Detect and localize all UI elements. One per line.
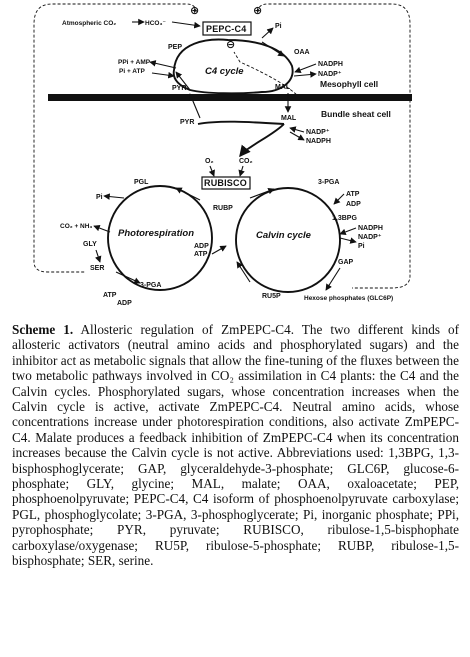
pi-photo-arrow — [103, 193, 125, 200]
c4-cycle-title: C4 cycle — [205, 66, 244, 77]
adp-mid-label: ADP — [194, 243, 209, 250]
pga-calvin-label: 3-PGA — [318, 179, 339, 186]
ser-to-pga-arrow — [115, 271, 141, 284]
nadp-out-arrow — [293, 71, 317, 78]
nadph-bundle-arrow — [289, 131, 305, 141]
pepc-label: PEPC-C4 — [206, 24, 246, 34]
pyr-transport-arrow — [189, 93, 201, 119]
adp-photo-label: ADP — [117, 300, 132, 307]
pyr-bundle-label: PYR — [180, 119, 194, 126]
ser-label: SER — [90, 265, 104, 272]
pi-atp-label: Pi + ATP — [119, 68, 145, 75]
ppi-amp-arrow — [149, 60, 177, 69]
mal-top-label: MAL — [275, 84, 291, 91]
hco3-label: HCO₃⁻ — [145, 20, 166, 27]
pgl-label: PGL — [134, 179, 149, 186]
gly-to-ser-arrow — [95, 249, 102, 263]
rubp-label: RUBP — [213, 205, 233, 212]
pyr-top-label: PYR — [172, 85, 186, 92]
cell-membrane-bar — [48, 94, 412, 101]
inhibitor-minus-icon: ⊖ — [226, 39, 235, 51]
feedback-loop-left — [33, 3, 197, 273]
pepc-box — [202, 21, 252, 36]
mesophyll-label: Mesophyll cell — [320, 79, 378, 89]
mal-bundle-label: MAL — [281, 115, 297, 122]
ru5p-label: RU5P — [262, 293, 281, 300]
pi-calvin-label: Pi — [358, 243, 365, 250]
rubisco-box — [201, 176, 251, 190]
bpg-label: 1,3BPG — [332, 215, 357, 222]
photorespiration-title: Photorespiration — [118, 228, 194, 239]
c4-arrow-to-oaa — [261, 41, 285, 57]
photorespiration-ring — [107, 185, 213, 291]
atp-mid-label: ATP — [194, 251, 208, 258]
atp-photo-label: ATP — [103, 292, 117, 299]
nadph-use-arrow — [294, 63, 317, 74]
rubisco-label: RUBISCO — [204, 178, 247, 188]
atp-calvin-label: ATP — [346, 191, 360, 198]
nadp-calvin-arrow — [339, 237, 357, 244]
hexose-label: Hexose phosphates (GLC6P) — [304, 295, 393, 302]
nadp-top-label: NADP⁺ — [318, 70, 342, 78]
calvin-arrow-to-pga — [249, 187, 275, 199]
activator-plus-right-icon: ⊕ — [253, 5, 262, 17]
atp-calvin-arrow — [333, 193, 345, 205]
o2-label: O₂ — [205, 158, 214, 165]
calvin-ring — [235, 187, 341, 293]
pga-photo-label: 3-PGA — [140, 282, 161, 289]
nadph-calvin-label: NADPH — [358, 225, 383, 232]
co2-rub-label: CO₂ — [239, 158, 253, 165]
caption-text: Allosteric regulation of ZmPEPC-C4. The … — [12, 322, 459, 569]
co2-arrow — [238, 165, 245, 177]
atm-co2-label: Atmospheric CO₂ — [62, 20, 116, 27]
nadp-bundle-label: NADP⁺ — [306, 128, 330, 136]
figure-caption: Scheme 1. Allosteric regulation of ZmPEP… — [12, 322, 459, 569]
nadp-calvin-label: NADP⁺ — [358, 233, 382, 241]
metabolic-scheme: PEPC-C4 ⊕ ⊕ ⊖ C4 cycle Atmospheric CO₂ H… — [33, 3, 412, 307]
nadp-bundle-arrow — [289, 126, 305, 133]
nadph-bundle-label: NADPH — [306, 138, 331, 145]
gap-label: GAP — [338, 259, 354, 266]
ppi-amp-label: PPi + AMP — [118, 59, 151, 66]
mal-decarboxylation-arc — [239, 123, 285, 158]
feedback-loop-right — [257, 3, 411, 289]
hco3-to-pepc-arrow — [171, 21, 201, 29]
pi-atp-arrow — [151, 71, 175, 79]
gly-label: GLY — [83, 241, 97, 248]
pi-release-arrow — [261, 27, 274, 39]
bundle-label: Bundle sheat cell — [321, 109, 391, 119]
gap-to-hexose-arrow — [325, 267, 341, 291]
mal-to-pyr-arc — [197, 120, 285, 125]
calvin-arrow-to-rubp — [236, 261, 251, 283]
c4-arrow-to-pep — [175, 71, 191, 91]
atp-use-arrow — [211, 245, 227, 255]
photo-arrow-to-pgl — [175, 187, 201, 201]
calvin-title: Calvin cycle — [256, 230, 312, 241]
o2-arrow — [208, 165, 215, 177]
nadph-calvin-arrow — [339, 227, 357, 236]
co2-nh3-arrow — [93, 224, 111, 233]
adp-calvin-label: ADP — [346, 201, 361, 208]
caption-label: Scheme 1. — [12, 322, 74, 337]
activator-plus-left-icon: ⊕ — [190, 5, 199, 17]
nadph-top-label: NADPH — [318, 61, 343, 68]
pi-photo-label: Pi — [96, 194, 103, 201]
pep-label: PEP — [168, 44, 182, 51]
pi-top-label: Pi — [275, 23, 282, 30]
oaa-label: OAA — [294, 49, 310, 56]
co2-nh3-label: CO₂ + NH₃ — [60, 223, 92, 230]
